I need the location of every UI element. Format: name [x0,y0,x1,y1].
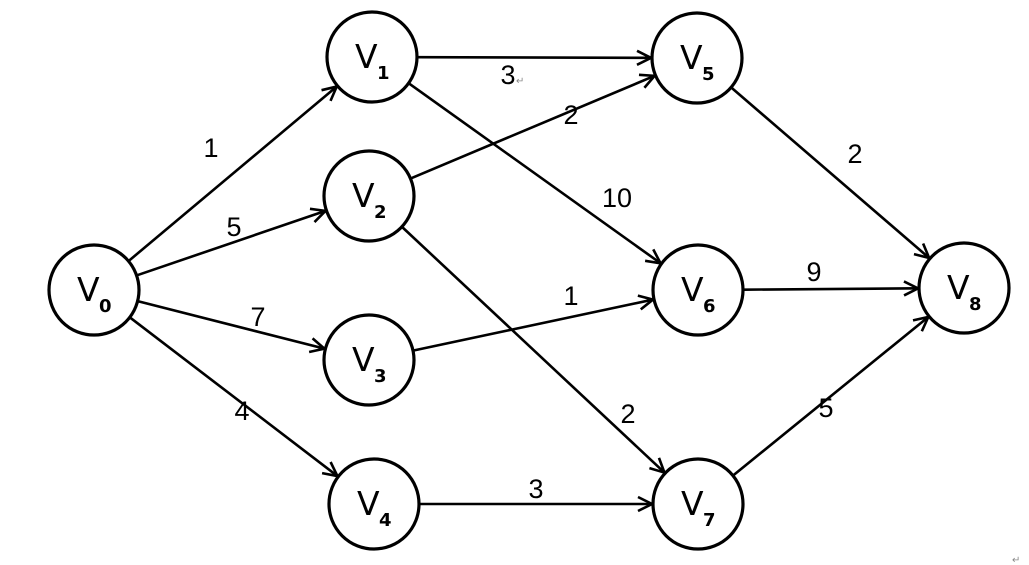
node-label: V7 [681,484,716,531]
node-circle [322,313,416,407]
node-label: V0 [77,270,112,317]
node-circle [651,457,745,551]
edge-line [412,298,654,352]
edge-weight-label: 7 [250,302,265,332]
edge-v3-v6 [412,294,656,352]
edge-weight-label: 3 [500,60,515,90]
node-circle [327,457,421,551]
edge-line [732,315,930,477]
node-label: V3 [352,340,387,387]
node-label: V6 [681,270,716,317]
node-v1: V1 [325,10,419,104]
edge-v1-v5 [416,49,654,66]
node-label: V1 [355,37,390,84]
edge-weight-label: 1 [563,281,578,311]
edge-line [416,55,652,60]
node-label: V2 [352,176,387,223]
edge-line [409,74,656,180]
edge-v6-v8 [742,280,921,297]
node-circle [917,241,1011,335]
edge-line [400,225,666,474]
node-label: V5 [680,38,715,85]
node-circle [322,149,416,243]
node-circle [325,10,419,104]
node-label: V4 [357,484,392,531]
node-v3: V3 [322,313,416,407]
node-circle [650,11,744,105]
edge-line [127,85,338,263]
edge-weight-label: 4 [234,396,249,426]
edge-weight-label: 9 [806,257,821,287]
edge-line [742,287,919,291]
node-circle [47,243,141,337]
edge-v2-v5 [409,73,658,180]
node-v4: V4 [327,457,421,551]
weight-labels-layer: 1 5 7 4 3 10 2 2 1 3 2 9 5 [203,60,862,504]
node-v6: V6 [651,243,745,337]
edge-line [128,316,339,478]
edge-weight-label: 10 [602,183,632,213]
node-v7: V7 [651,457,745,551]
edge-weight-label: 2 [620,399,635,429]
edge-v1-v6 [407,82,663,265]
node-v8: V8 [917,241,1011,335]
edge-weight-label: 2 [847,139,862,169]
node-v0: V0 [47,243,141,337]
edge-weight-label: 5 [226,212,241,242]
node-v5: V5 [650,11,744,105]
paragraph-mark-2: ↵ [1012,555,1020,565]
node-v2: V2 [322,149,416,243]
edge-line [137,299,325,350]
edge-line [407,82,662,265]
edge-weight-label: 1 [203,133,218,163]
node-circle [651,243,745,337]
edge-weight-label: 3 [528,474,543,504]
edge-weight-label: 2 [563,100,578,130]
edge-line [730,86,930,259]
edge-line [136,209,326,277]
edges-layer [127,49,932,513]
edge-v5-v8 [730,86,932,260]
edge-weight-label: 5 [818,393,833,423]
paragraph-mark-1: ↵ [516,76,524,87]
edge-v2-v7 [400,225,667,475]
node-label: V8 [947,268,982,315]
